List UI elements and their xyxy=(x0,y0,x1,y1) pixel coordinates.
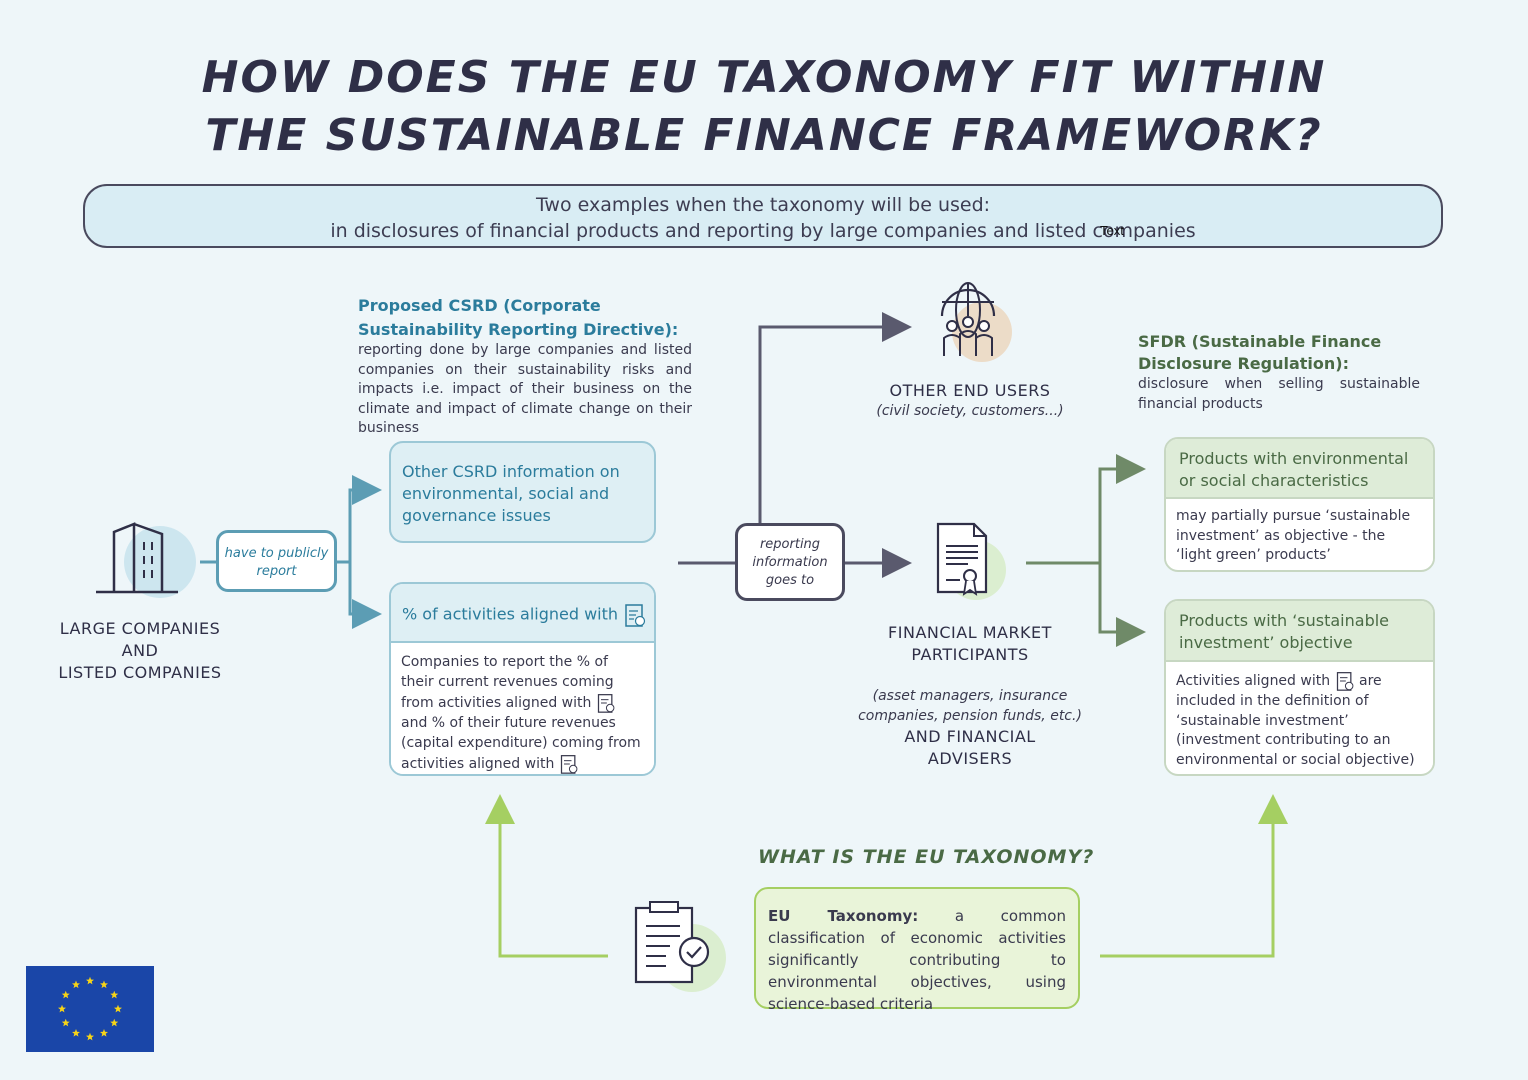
companies-label-line3: LISTED COMPANIES xyxy=(58,663,222,682)
aligned-body-part2: and % of their future revenues (capital … xyxy=(401,715,641,773)
clipboard-check-icon xyxy=(625,604,646,627)
products-sustainable-investment-title: Products with ‘sustainable investment’ o… xyxy=(1179,611,1390,652)
sfdr-heading: SFDR (Sustainable Finance Disclosure Reg… xyxy=(1138,332,1382,373)
branch-to-box2 xyxy=(1098,563,1146,647)
clipboard-check-icon xyxy=(1336,672,1353,691)
have-to-report-connector: have to publicly report xyxy=(216,530,337,592)
to-end-users-arrow xyxy=(758,312,912,523)
taxonomy-to-csrd-arrow xyxy=(485,794,608,958)
eu-star xyxy=(110,1018,119,1027)
taxonomy-definition-box: EU Taxonomy: a common classification of … xyxy=(754,887,1080,1013)
products-env-social-box: Products with environmental or social ch… xyxy=(1164,437,1435,572)
clipboard-check-icon xyxy=(560,755,578,774)
companies-label-line2: AND xyxy=(121,641,159,660)
aligned-activities-body: Companies to report the % of their curre… xyxy=(391,643,654,774)
taxonomy-term: EU Taxonomy: xyxy=(768,907,919,925)
certificate-document-icon xyxy=(936,522,1006,600)
products-sustainable-investment-body: Activities aligned with are included in … xyxy=(1166,662,1433,771)
products-sustainable-investment-box: Products with ‘sustainable investment’ o… xyxy=(1164,599,1435,776)
other-csrd-info-text: Other CSRD information on environmental,… xyxy=(402,462,620,525)
fmp-title: FINANCIAL MARKET PARTICIPANTS xyxy=(888,623,1052,664)
eu-star xyxy=(100,980,108,989)
text-overlay-label: Text xyxy=(1100,223,1124,238)
companies-label: LARGE COMPANIES AND LISTED COMPANIES xyxy=(40,618,240,684)
eu-star xyxy=(61,1018,70,1027)
building-icon xyxy=(96,522,196,598)
csrd-heading: Proposed CSRD (Corporate Sustainability … xyxy=(358,296,679,339)
globe-people-icon xyxy=(940,282,1012,362)
reporting-information-text: reporting information goes to xyxy=(752,537,828,588)
products-env-social-header: Products with environmental or social ch… xyxy=(1166,439,1433,499)
eu-star xyxy=(114,1004,122,1013)
aligned-body-part1: Companies to report the % of their curre… xyxy=(401,654,614,712)
eu-star xyxy=(58,1004,66,1013)
eu-star xyxy=(100,1029,108,1037)
clipboard-check-icon xyxy=(597,694,615,713)
eu-star xyxy=(72,980,80,989)
page-title-line2: THE SUSTAINABLE FINANCE FRAMEWORK? xyxy=(205,110,1323,161)
csrd-description: reporting done by large companies and li… xyxy=(358,342,692,436)
aligned-activities-box: % of activities aligned with Companies t… xyxy=(389,582,656,776)
examples-banner: Two examples when the taxonomy will be u… xyxy=(83,184,1443,248)
other-end-users-subtitle: (civil society, customers...) xyxy=(876,403,1064,419)
eu-star xyxy=(61,990,70,999)
products-sustainable-body-part1: Activities aligned with xyxy=(1176,673,1331,689)
taxonomy-to-sfdr-arrow xyxy=(1100,794,1288,958)
fmp-title-advisers: AND FINANCIAL ADVISERS xyxy=(904,727,1036,768)
branch-to-aligned xyxy=(348,562,382,629)
taxonomy-question: WHAT IS THE EU TAXONOMY? xyxy=(758,846,1095,868)
eu-star xyxy=(110,990,119,999)
sfdr-description: disclosure when selling sustainable fina… xyxy=(1138,376,1420,412)
clipboard-check-icon xyxy=(634,901,726,992)
page-title-line1: HOW DOES THE EU TAXONOMY FIT WITHIN xyxy=(201,52,1327,103)
banner-line2: in disclosures of financial products and… xyxy=(330,220,1196,242)
products-env-social-body: may partially pursue ‘sustainable invest… xyxy=(1166,499,1433,566)
taxonomy-definition: a common classification of economic acti… xyxy=(768,907,1066,1013)
products-sustainable-investment-header: Products with ‘sustainable investment’ o… xyxy=(1166,601,1433,662)
eu-star xyxy=(86,1032,94,1041)
eu-star xyxy=(86,976,94,985)
aligned-activities-header: % of activities aligned with xyxy=(391,584,654,643)
eu-flag xyxy=(26,966,154,1052)
have-to-report-text: have to publicly report xyxy=(224,546,329,579)
products-env-social-text: may partially pursue ‘sustainable invest… xyxy=(1176,508,1411,564)
other-csrd-info-box: Other CSRD information on environmental,… xyxy=(389,441,656,543)
other-end-users-title: OTHER END USERS xyxy=(889,381,1051,400)
banner-line1: Two examples when the taxonomy will be u… xyxy=(535,194,991,216)
products-sustainable-body-part2: are included in the definition of ‘susta… xyxy=(1176,673,1415,768)
companies-label-line1: LARGE COMPANIES xyxy=(59,619,221,638)
branch-to-other-info xyxy=(337,475,382,564)
fmp-subtitle: (asset managers, insurance companies, pe… xyxy=(858,688,1082,724)
aligned-activities-title: % of activities aligned with xyxy=(402,604,619,624)
reporting-information-connector: reporting information goes to xyxy=(735,523,845,601)
eu-star xyxy=(72,1029,80,1037)
products-env-social-title: Products with environmental or social ch… xyxy=(1179,449,1409,490)
branch-to-box1 xyxy=(1098,454,1146,563)
